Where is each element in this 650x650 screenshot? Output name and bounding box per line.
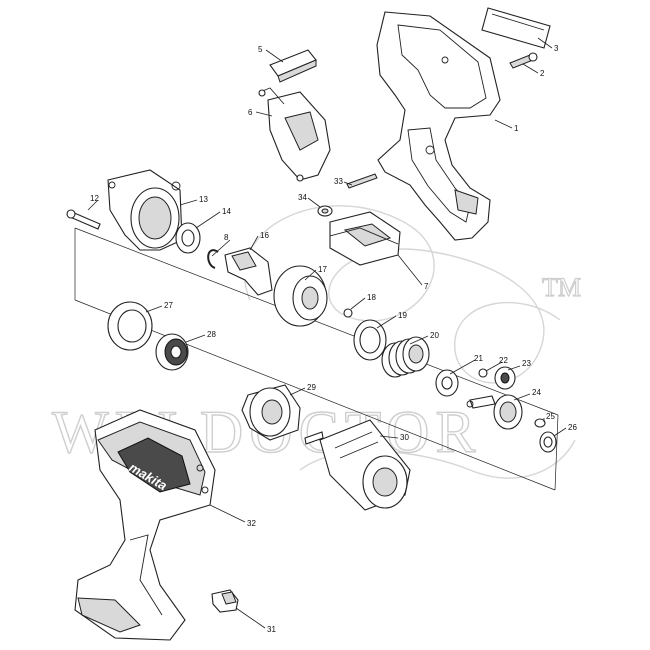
part-17-hammer: [273, 265, 328, 327]
callout-26: 26: [568, 423, 577, 432]
watermark-trademark: TM: [542, 273, 581, 302]
callout-5: 5: [258, 45, 263, 54]
callout-8: 8: [224, 233, 229, 242]
callout-14: 14: [222, 207, 231, 216]
part-28-ball-bearing: [155, 333, 189, 371]
assembly-axes: [74, 227, 559, 491]
callout-17: 17: [318, 265, 327, 274]
part-5-switch-lever: [269, 49, 317, 83]
callout-6: 6: [248, 108, 253, 117]
part-16-anvil: [224, 247, 273, 296]
part-7-terminal: [329, 211, 401, 266]
callout-30: 30: [400, 433, 409, 442]
callout-16: 16: [260, 231, 269, 240]
part-33-pin: [346, 173, 378, 189]
part-13-gear-housing: [107, 169, 183, 251]
part-12-screw: [66, 209, 101, 230]
callout-31: 31: [267, 625, 276, 634]
callout-7: 7: [424, 282, 429, 291]
callout-1: 1: [514, 124, 519, 133]
callout-13: 13: [199, 195, 208, 204]
part-1-housing: [376, 11, 501, 241]
callout-29: 29: [307, 383, 316, 392]
part-34-sleeve: [317, 205, 333, 217]
callout-24: 24: [532, 388, 541, 397]
part-25-pin: [534, 418, 546, 428]
part-20-spring: [381, 336, 430, 378]
leader-lines: [87, 37, 567, 629]
callout-labels: 1 2 3 5 6 7 8 12 13 14 16 17 18 19 20 21…: [90, 44, 577, 634]
callout-28: 28: [207, 330, 216, 339]
part-3-label-plate: [481, 7, 551, 49]
callout-3: 3: [554, 44, 559, 53]
part-23-bearing: [494, 366, 516, 390]
part-2-screw: [509, 52, 538, 69]
part-22-steel-ball: [478, 368, 488, 378]
callout-32: 32: [247, 519, 256, 528]
callout-34: 34: [298, 193, 307, 202]
callout-19: 19: [398, 311, 407, 320]
callout-18: 18: [367, 293, 376, 302]
part-6-switch: [258, 87, 331, 182]
part-26-washer: [539, 431, 557, 453]
part-18-steel-ball: [343, 308, 353, 318]
part-24-spindle: [466, 394, 523, 430]
part-30-motor: [304, 419, 411, 511]
axis-line-lower: [74, 299, 556, 491]
part-29-gear-assembly: [241, 384, 301, 441]
callout-2: 2: [540, 69, 545, 78]
callout-33: 33: [334, 177, 343, 186]
part-31-hook: [211, 589, 239, 613]
part-21-washer: [435, 369, 459, 397]
part-32-housing-left: makita: [74, 409, 216, 641]
part-14-washer: [175, 222, 201, 254]
callout-23: 23: [522, 359, 531, 368]
part-19-washer: [353, 319, 387, 361]
axis-line-right-drop: [554, 414, 559, 491]
callout-21: 21: [474, 354, 483, 363]
callout-22: 22: [499, 356, 508, 365]
callout-20: 20: [430, 331, 439, 340]
callout-27: 27: [164, 301, 173, 310]
part-8-retaining-ring: [207, 249, 219, 269]
part-27-ring: [107, 301, 153, 351]
axis-line-upper: [74, 227, 559, 416]
callout-25: 25: [546, 412, 555, 421]
callout-12: 12: [90, 194, 99, 203]
